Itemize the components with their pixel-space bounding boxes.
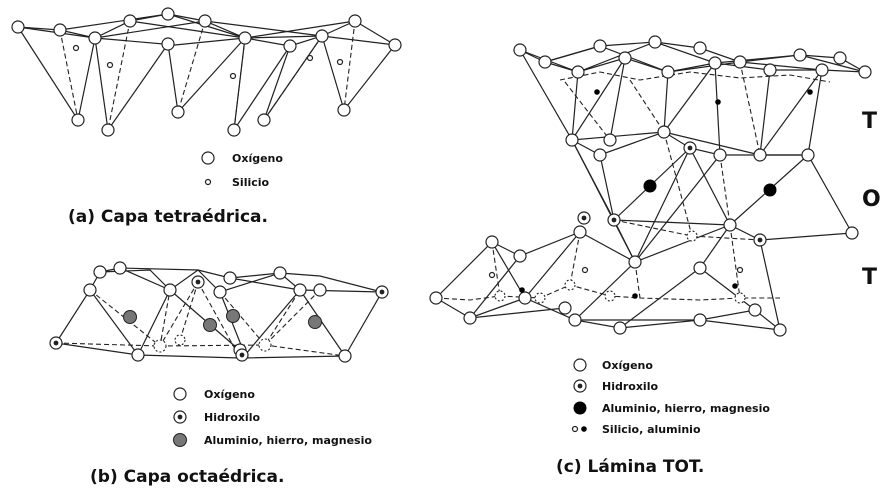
caption-a: (a) Capa tetraédrica. [68, 207, 268, 227]
legend-a: Oxígeno Silicio [202, 152, 283, 189]
oxygen-legend-icon [174, 388, 186, 400]
legend-c-hydroxyl: Hidroxilo [602, 380, 658, 393]
oxygen-atoms-b [84, 262, 351, 362]
oxygen-legend-icon [202, 152, 214, 164]
tot-sheet-diagram [430, 36, 871, 336]
metal-atoms-b [124, 310, 322, 332]
legend-a-silicon: Silicio [232, 176, 270, 189]
si-al-legend-icon [573, 427, 578, 432]
legend-b-metal: Aluminio, hierro, magnesio [204, 434, 372, 447]
legend-c-metal: Aluminio, hierro, magnesio [602, 402, 770, 415]
silicon-legend-icon [206, 180, 211, 185]
hydroxyl-atoms-c [578, 142, 766, 246]
legend-b-oxygen: Oxígeno [204, 388, 255, 401]
layer-label-t-top: T [862, 109, 877, 134]
legend-c: Oxígeno Hidroxilo Aluminio, hierro, magn… [573, 359, 771, 436]
legend-c-si-al: Silicio, aluminio [602, 423, 701, 436]
tetrahedral-layer-diagram [12, 8, 401, 136]
legend-a-oxygen: Oxígeno [232, 152, 283, 165]
metal-grey-legend-icon [174, 434, 187, 447]
legend-b: Oxígeno Hidroxilo Aluminio, hierro, magn… [174, 388, 373, 447]
octahedral-layer-diagram [50, 262, 388, 362]
legend-b-hydroxyl: Hidroxilo [204, 411, 260, 424]
caption-b: (b) Capa octaédrica. [90, 467, 284, 487]
caption-c: (c) Lámina TOT. [556, 457, 704, 477]
oxygen-legend-icon [574, 359, 586, 371]
silicon-atoms-a [74, 46, 343, 79]
metal-black-legend-icon [574, 402, 587, 415]
layer-label-o: O [862, 187, 881, 212]
layer-label-t-bottom: T [862, 265, 877, 290]
legend-c-oxygen: Oxígeno [602, 359, 653, 372]
